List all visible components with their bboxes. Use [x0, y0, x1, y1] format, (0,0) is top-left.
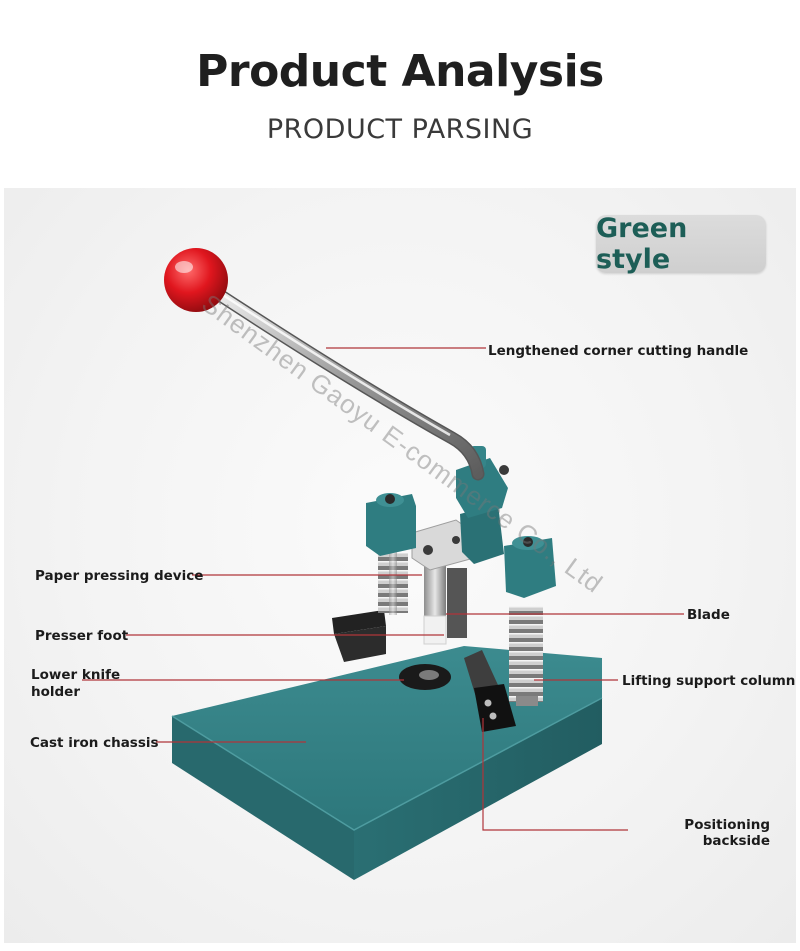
paper-pressing-device — [411, 519, 475, 571]
style-badge: Green style — [596, 213, 766, 275]
corner-cutting-handle — [202, 281, 485, 481]
machine-illustration — [82, 248, 684, 880]
positioning-backside — [464, 650, 516, 732]
left-spring-column — [378, 543, 408, 615]
callout-lifting-support-column: Lifting support column — [622, 673, 796, 689]
red-ball-knob-icon — [164, 248, 228, 312]
callout-positioning-backside-line1: Positioning — [684, 817, 770, 833]
callout-paper-pressing-device: Paper pressing device — [35, 568, 204, 584]
lifting-support-column — [509, 606, 543, 706]
upper-frame — [366, 493, 556, 598]
callout-cast-iron-chassis: Cast iron chassis — [30, 735, 159, 751]
callout-blade: Blade — [687, 607, 730, 623]
callout-lower-knife-holder-line2: holder — [31, 684, 80, 700]
callout-leader-lines — [82, 347, 684, 831]
page-title: Product Analysis — [196, 46, 604, 97]
callout-positioning-backside-line2: backside — [702, 833, 770, 849]
blade-plunger — [423, 560, 467, 645]
callout-lower-knife-holder-line1: Lower knife — [31, 667, 121, 683]
page-subtitle: PRODUCT PARSING — [266, 114, 534, 145]
presser-foot-pad — [332, 610, 386, 662]
callout-presser-foot: Presser foot — [35, 628, 129, 644]
lower-knife-holder — [399, 664, 451, 690]
callout-handle: Lengthened corner cutting handle — [488, 343, 749, 359]
leader-backside — [482, 718, 628, 831]
product-image-panel: Shenzhen Gaoyu E-commerce Co., Ltd Green… — [4, 188, 796, 943]
